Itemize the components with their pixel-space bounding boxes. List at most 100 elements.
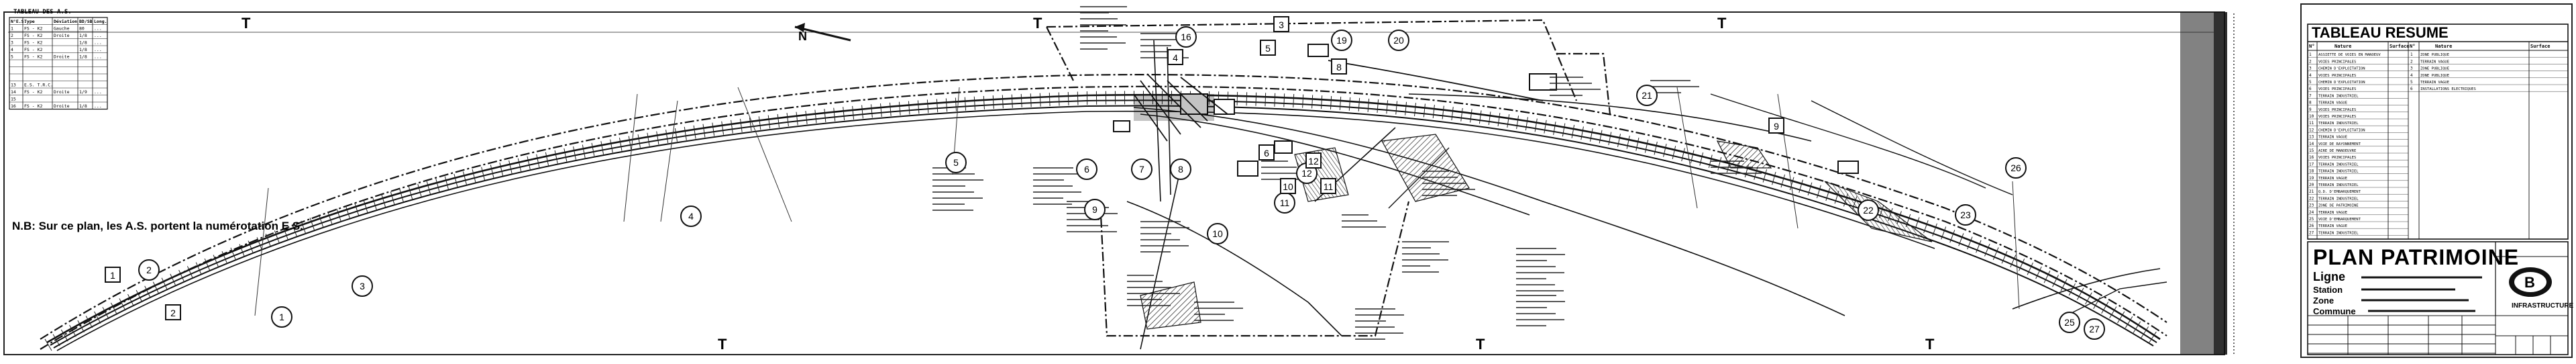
sleeper xyxy=(834,108,835,122)
sleeper xyxy=(1517,116,1519,129)
summary-cell: ASSIETTE DE VOIES EN MANOEUV xyxy=(2318,53,2381,57)
sleeper xyxy=(1415,103,1416,116)
summary-cell: 4 xyxy=(2410,73,2413,78)
summary-cell: 26 xyxy=(2309,224,2314,228)
sleeper xyxy=(675,128,677,142)
sleeper xyxy=(1433,105,1434,118)
summary-cell: VOIES PRINCIPALES xyxy=(2318,108,2356,112)
sleeper xyxy=(257,237,262,250)
summary-cell: 5 xyxy=(2309,80,2312,85)
as-table-cell: 2 xyxy=(11,33,13,38)
summary-cell: 3 xyxy=(2410,66,2413,71)
summary-cell: CHEMIN D'EXPLOITATION xyxy=(2318,67,2365,71)
sleeper xyxy=(310,218,315,230)
sleeper xyxy=(1405,102,1407,116)
summary-cell: 16 xyxy=(2309,155,2314,160)
sleeper xyxy=(355,203,359,216)
summary-cell: VOIE DE RAYONNEMENT xyxy=(2318,142,2361,146)
t-mark: T xyxy=(1717,15,1727,32)
line-label: Ligne xyxy=(2313,270,2345,283)
sleeper xyxy=(436,179,439,191)
summary-cell: CHEMIN D'EXPLOITATION xyxy=(2318,128,2365,132)
as-table-cell: 13 xyxy=(11,83,16,88)
circled-label: 5 xyxy=(953,157,959,168)
sleeper xyxy=(1312,95,1313,108)
sleeper xyxy=(1544,120,1546,134)
summary-header: N° xyxy=(2410,44,2415,49)
circled-label: 21 xyxy=(1642,90,1652,101)
sleeper xyxy=(787,113,788,126)
sleeper xyxy=(946,98,947,111)
boxed-label: 3 xyxy=(1279,19,1284,30)
circled-label: 10 xyxy=(1212,228,1223,239)
boxed-label: 11 xyxy=(1324,181,1334,192)
summary-cell: 17 xyxy=(2309,162,2314,167)
t-mark: T xyxy=(1476,336,1485,353)
sleeper xyxy=(1349,97,1350,111)
as-table-cell: 1/8 xyxy=(79,33,87,38)
summary-cell: TERRAIN INDUSTRIEL xyxy=(2318,183,2359,187)
t-mark: T xyxy=(718,336,727,353)
summary-cell: TERRAIN VAGUE xyxy=(2318,224,2347,228)
sleeper xyxy=(1562,124,1564,137)
sleeper xyxy=(1077,91,1078,105)
summary-header: Surface xyxy=(2390,44,2410,49)
circled-label: 26 xyxy=(2010,163,2021,173)
sleeper xyxy=(482,167,485,180)
sleeper xyxy=(1636,138,1639,151)
sleeper xyxy=(1645,140,1648,153)
as-table-cell: ... xyxy=(94,47,102,52)
parcel-boundaries xyxy=(40,20,2167,349)
sleeper xyxy=(899,102,900,116)
as-table-cell: 1/8 xyxy=(79,40,87,46)
as-table-cell: ... xyxy=(94,103,102,109)
sleeper xyxy=(1387,100,1388,113)
sleeper xyxy=(1554,122,1556,135)
summary-cell: 11 xyxy=(2309,121,2314,126)
circled-label: 11 xyxy=(1280,197,1290,208)
summary-header: N° xyxy=(2309,44,2314,49)
sleeper xyxy=(768,116,769,129)
annotation-scribbles xyxy=(932,7,1762,339)
sleeper xyxy=(983,96,984,109)
circled-label: 6 xyxy=(1084,164,1089,175)
sleeper xyxy=(1030,93,1031,107)
cartouche: PLAN PATRIMOINE Ligne Station Zone Commu… xyxy=(2308,242,2574,355)
sleeper xyxy=(619,138,622,151)
as-table-cell: FS - K2 xyxy=(24,54,42,60)
sleeper xyxy=(1358,98,1359,111)
as-table-header: BD/SB xyxy=(79,19,93,24)
sleeper xyxy=(490,165,494,177)
as-table-cell: ... xyxy=(94,33,102,38)
as-table-cell: ... xyxy=(94,54,102,60)
as-table-cell: 1/8 xyxy=(79,47,87,52)
summary-cell: 3 xyxy=(2309,66,2312,71)
boxed-label: 4 xyxy=(1173,52,1178,63)
sleeper xyxy=(337,209,341,222)
sleeper xyxy=(684,127,686,140)
summary-cell: TERRAIN VAGUE xyxy=(2318,101,2347,105)
summary-cell: TERRAIN INDUSTRIEL xyxy=(2318,197,2359,201)
circled-label: 3 xyxy=(360,281,365,291)
summary-cell: VOIES PRINCIPALES xyxy=(2318,74,2356,78)
as-table-cell: Gauche xyxy=(54,26,70,32)
sleeper xyxy=(537,154,539,168)
sleeper xyxy=(638,134,640,148)
summary-cell: TERRAIN VAGUE xyxy=(2420,60,2449,64)
sleeper xyxy=(601,141,604,154)
summary-cell: VOIE D'EMBARQUEMENT xyxy=(2318,218,2361,222)
sleeper xyxy=(936,99,937,112)
summary-cell: 22 xyxy=(2309,196,2314,201)
sleeper xyxy=(806,111,807,124)
sleeper xyxy=(629,136,631,150)
sleeper xyxy=(1424,104,1425,118)
summary-cell: TERRAIN INDUSTRIEL xyxy=(2318,231,2359,235)
as-table-cell: 80 xyxy=(79,26,85,32)
cartouche-title: PLAN PATRIMOINE xyxy=(2313,245,2519,269)
sleeper xyxy=(592,143,594,156)
sleeper xyxy=(815,110,816,124)
summary-cell: VOIES PRINCIPALES xyxy=(2318,87,2356,91)
sleeper xyxy=(1627,136,1629,149)
summary-header: Nature xyxy=(2334,44,2351,49)
